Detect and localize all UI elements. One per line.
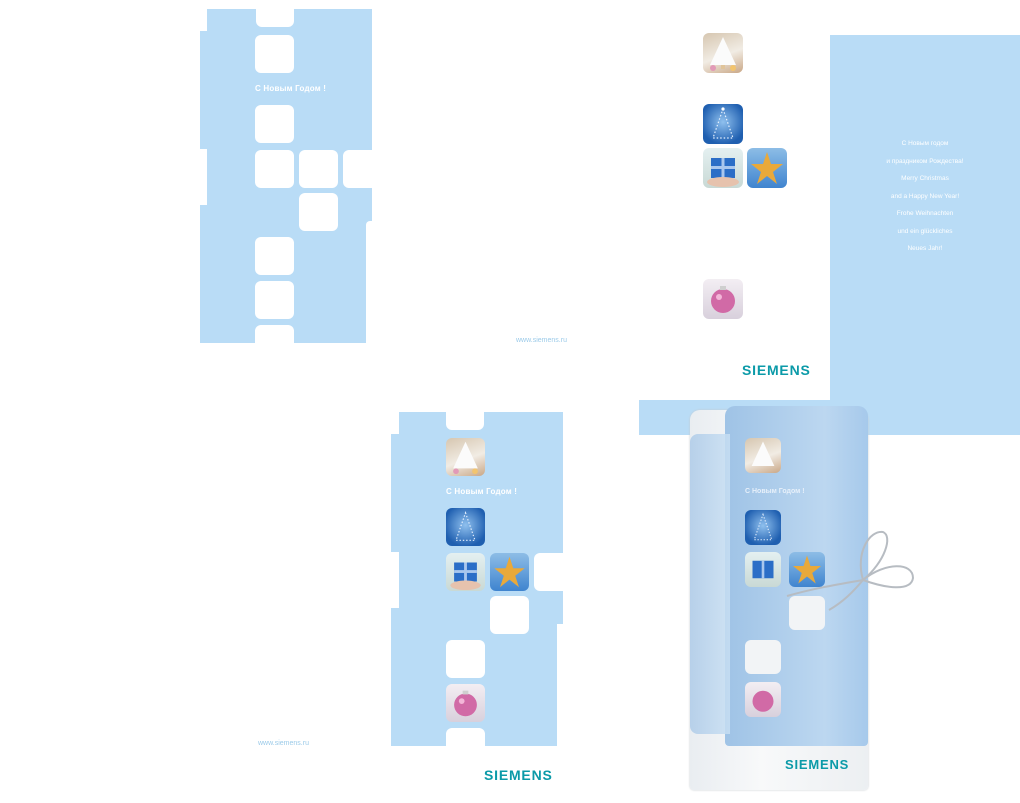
pink-ornament-icon xyxy=(446,684,485,722)
website-text: www.siemens.ru xyxy=(516,337,567,344)
top-tab-cutout xyxy=(256,3,294,27)
brand-logo: SIEMENS xyxy=(742,362,811,378)
blue-christmas-tree-icon xyxy=(446,508,485,546)
inside-message: С Новым годом и праздником Рождества! Me… xyxy=(830,135,1020,258)
bottom-tab-cutout xyxy=(255,325,294,349)
starfish-star-icon xyxy=(490,553,529,591)
brand-logo-mockup: SIEMENS xyxy=(785,757,850,772)
blue-christmas-tree-icon xyxy=(703,104,743,144)
silver-ribbon-bow-icon xyxy=(786,530,915,611)
window-cutout xyxy=(255,281,294,319)
message-line: und ein glückliches xyxy=(897,227,953,235)
card-mockup: С Новым Годом ! SIEMENS xyxy=(685,404,920,794)
card-outer-panel: С Новым Годом ! xyxy=(200,3,378,349)
greeting-text-mockup: С Новым Годом ! xyxy=(745,488,805,495)
white-christmas-tree-icon xyxy=(745,438,781,473)
window-cutout xyxy=(255,105,294,143)
message-line: и праздником Рождества! xyxy=(886,157,964,165)
window-cutout xyxy=(255,237,294,275)
gift-box-icon xyxy=(446,553,485,591)
white-christmas-tree-icon xyxy=(446,438,485,476)
message-line: С Новым годом xyxy=(901,140,949,147)
gift-box-icon xyxy=(745,552,781,587)
greeting-text: С Новым Годом ! xyxy=(446,487,518,496)
pink-ornament-icon xyxy=(745,682,781,717)
website-text: www.siemens.ru xyxy=(258,740,309,747)
blue-christmas-tree-icon xyxy=(745,510,781,545)
gift-box-icon xyxy=(703,148,743,188)
greeting-text: С Новым Годом ! xyxy=(255,84,327,93)
starfish-star-icon xyxy=(789,552,825,587)
message-line: and a Happy New Year! xyxy=(890,192,960,200)
window-cutout xyxy=(343,150,378,188)
window-cutout xyxy=(299,150,338,188)
pink-ornament-icon xyxy=(703,279,743,319)
window-cutout xyxy=(299,193,338,231)
starfish-star-icon xyxy=(747,148,787,188)
window-cutout xyxy=(255,35,294,73)
white-christmas-tree-icon xyxy=(703,33,743,73)
window-cutout xyxy=(255,150,294,188)
message-line: Neues Jahr! xyxy=(907,245,943,252)
message-line: Frohe Weihnachten xyxy=(896,210,954,217)
card-front-panel: С Новым Годом ! xyxy=(391,406,569,752)
message-line: Merry Christmas xyxy=(901,175,949,182)
inside-message-panel xyxy=(830,35,1020,435)
brand-logo: SIEMENS xyxy=(484,767,553,783)
